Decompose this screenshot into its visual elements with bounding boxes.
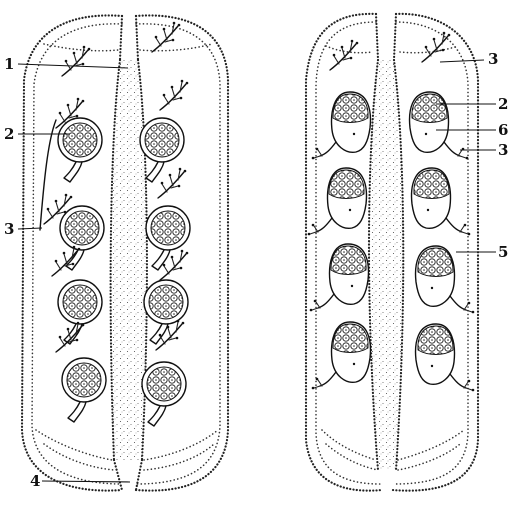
label-right-3-mid: 3	[498, 141, 508, 159]
label-left-1: 1	[4, 55, 14, 73]
label-right-3-top: 3	[488, 50, 498, 68]
label-right-5: 5	[498, 243, 508, 261]
left-specimen	[22, 15, 228, 490]
right-labels: 3 2 6 3 5	[436, 50, 508, 261]
right-specimen	[306, 14, 478, 491]
label-left-3: 3	[4, 220, 14, 238]
label-left-2: 2	[4, 125, 14, 143]
leader-left-3	[18, 228, 42, 229]
leader-left-4	[42, 481, 130, 482]
label-right-6: 6	[498, 121, 508, 139]
label-right-2: 2	[498, 95, 508, 113]
label-left-4: 4	[30, 472, 40, 490]
leader-right-3-top	[440, 60, 484, 62]
